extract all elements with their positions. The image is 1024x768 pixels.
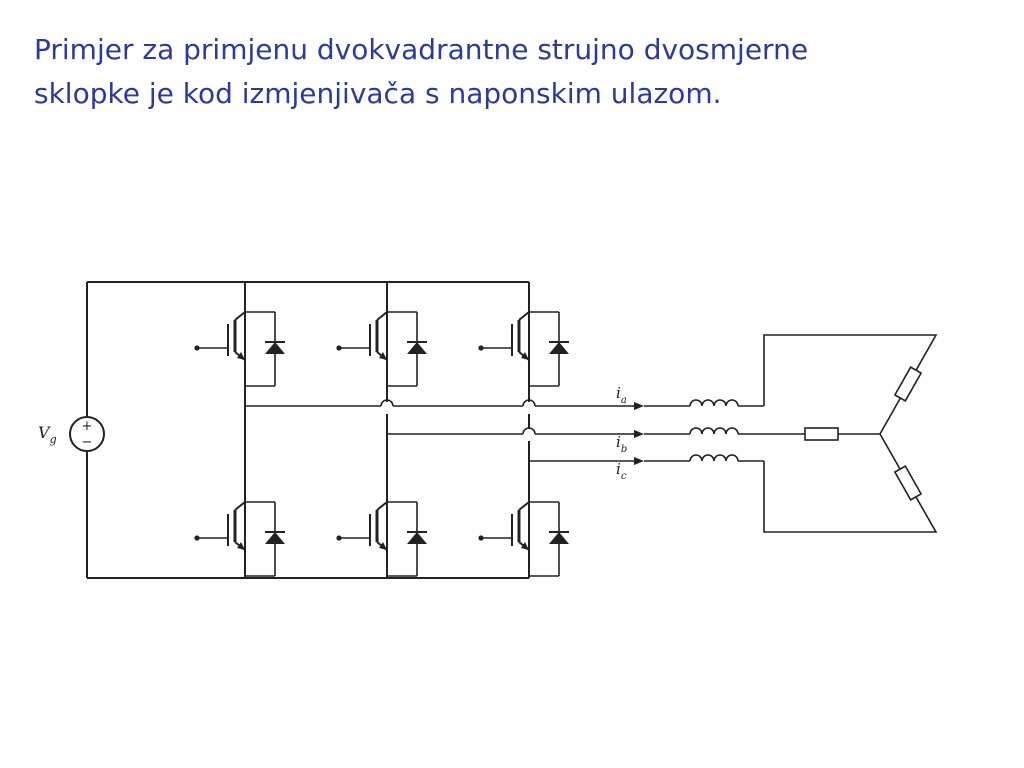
resistor-b-icon (804, 427, 839, 441)
inductor-b-icon (689, 427, 739, 435)
output-line-c (529, 454, 764, 465)
slide-title: Primjer za primjenu dvokvadrantne strujn… (34, 28, 994, 116)
title-line-1: Primjer za primjenu dvokvadrantne strujn… (34, 33, 809, 66)
current-label-a: ia (616, 384, 627, 406)
igbt-c-lower-icon (476, 470, 571, 580)
source-plus-sign: + (82, 419, 93, 434)
igbt-a-lower-icon (192, 470, 287, 580)
current-label-c: ic (616, 460, 627, 482)
dc-bus (86, 281, 529, 579)
current-label-b: ib (616, 433, 627, 455)
inductor-c-icon (689, 454, 739, 462)
igbt-b-lower-icon (334, 470, 429, 580)
inductor-a-icon (689, 399, 739, 407)
igbt-a-upper-icon (192, 280, 287, 390)
igbt-c-upper-icon (476, 280, 571, 390)
output-line-a (245, 399, 764, 410)
star-load (763, 334, 938, 533)
voltage-source-icon: + − (69, 416, 105, 452)
phase-leg-b (334, 280, 429, 580)
output-line-b (387, 427, 805, 438)
source-minus-sign: − (82, 435, 93, 450)
resistor-c-icon (893, 465, 923, 501)
title-line-2: sklopke je kod izmjenjivača s naponskim … (34, 77, 722, 110)
source-label: Vg (38, 423, 57, 446)
phase-leg-c (476, 280, 571, 580)
resistor-a-icon (893, 366, 923, 402)
phase-leg-a (192, 280, 287, 580)
igbt-b-upper-icon (334, 280, 429, 390)
